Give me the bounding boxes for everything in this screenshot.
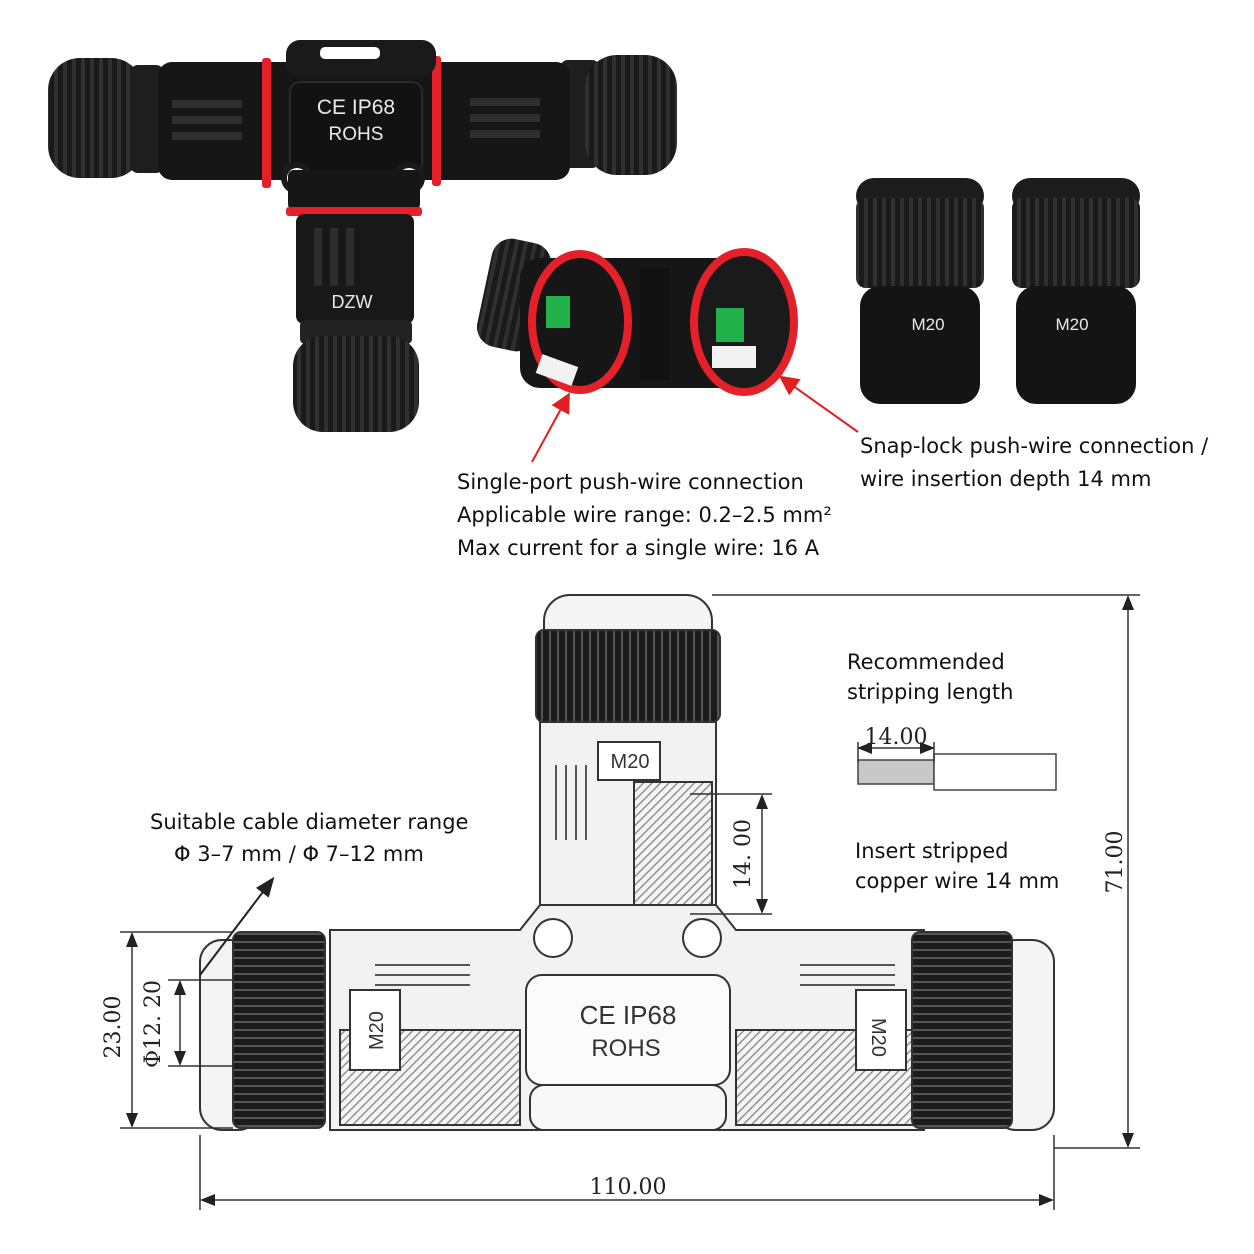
t-connector-photo: CE IP68 ROHS DZW bbox=[48, 40, 677, 432]
drawing-left-gland-nut bbox=[232, 931, 326, 1129]
left-gland-nut bbox=[130, 65, 164, 173]
green-push-terminal-left bbox=[546, 296, 570, 328]
drawing-right-thread-marking: M20 bbox=[867, 1018, 889, 1057]
insert-wire-callout: Insert stripped copper wire 14 mm bbox=[855, 836, 1059, 896]
bottom-cable-gland bbox=[293, 336, 419, 432]
snap-lock-callout-line2: wire insertion depth 14 mm bbox=[860, 467, 1152, 491]
snap-lock-callout-line1: Snap-lock push-wire connection / bbox=[860, 434, 1209, 458]
drawing-left-thread-marking: M20 bbox=[366, 1011, 388, 1050]
snap-lock-callout: Snap-lock push-wire connection / wire in… bbox=[860, 430, 1208, 496]
insertion-depth-label: 14. 00 bbox=[731, 819, 756, 889]
technical-drawing bbox=[199, 594, 1055, 1131]
stripping-callout-line2: stripping length bbox=[847, 680, 1014, 704]
left-red-seal-ring bbox=[262, 58, 271, 188]
bottom-red-seal-ring bbox=[286, 207, 422, 216]
stripped-wire-illustration bbox=[857, 742, 1057, 791]
drawing-ce-ip68: CE IP68 bbox=[580, 1000, 677, 1030]
drawing-top-thread-marking: M20 bbox=[611, 751, 650, 773]
branch-body bbox=[296, 214, 414, 324]
right-red-seal-ring bbox=[432, 56, 441, 186]
body-height-label: 23.00 bbox=[101, 996, 126, 1059]
stripping-callout-line1: Recommended bbox=[847, 650, 1005, 674]
drawing-rohs: ROHS bbox=[591, 1035, 660, 1062]
rohs-marking: ROHS bbox=[329, 124, 384, 145]
single-port-callout-line1: Single-port push-wire connection bbox=[457, 470, 804, 494]
insert-wire-callout-line2: copper wire 14 mm bbox=[855, 869, 1060, 893]
right-cable-gland bbox=[585, 55, 677, 175]
total-height-label: 71.00 bbox=[1103, 831, 1128, 894]
cable-diameter-callout-line2: Φ 3–7 mm / Φ 7–12 mm bbox=[174, 842, 424, 866]
green-push-terminal-right bbox=[716, 308, 744, 342]
spare-gland-1-thread-marking: M20 bbox=[911, 315, 944, 334]
drawing-right-gland-nut bbox=[911, 931, 1013, 1129]
wire-insulation bbox=[933, 753, 1057, 791]
drawing-marking-plate bbox=[525, 974, 731, 1086]
spare-gland-2-thread-marking: M20 bbox=[1055, 315, 1088, 334]
insert-wire-callout-line1: Insert stripped bbox=[855, 839, 1009, 863]
stripping-callout: Recommended stripping length bbox=[847, 647, 1013, 707]
spare-gland-2: M20 bbox=[1012, 178, 1140, 404]
cable-diameter-leader bbox=[199, 876, 275, 976]
cable-diameter-callout-line1: Suitable cable diameter range bbox=[150, 810, 469, 834]
thread-marking-photo: DZW bbox=[332, 292, 373, 312]
total-length-label: 110.00 bbox=[590, 1175, 667, 1200]
single-port-callout: Single-port push-wire connection Applica… bbox=[457, 466, 832, 565]
open-connector-photo bbox=[476, 238, 798, 396]
left-terminal-seal bbox=[528, 250, 632, 394]
bore-diameter-label: Φ12. 20 bbox=[141, 980, 166, 1068]
ce-ip68-marking: CE IP68 bbox=[317, 96, 395, 119]
stripped-copper-end bbox=[857, 759, 935, 785]
left-cable-gland bbox=[48, 58, 143, 178]
snap-lock-arrow bbox=[778, 375, 859, 433]
spare-gland-1: M20 bbox=[856, 178, 984, 404]
stripping-length-dimension: 14.00 bbox=[865, 725, 928, 750]
cable-diameter-callout: Suitable cable diameter range Φ 3–7 mm /… bbox=[150, 806, 468, 870]
drawing-branch-section bbox=[633, 781, 713, 919]
single-port-callout-line3: Max current for a single wire: 16 A bbox=[457, 536, 820, 560]
drawing-top-gland-nut bbox=[535, 629, 721, 723]
single-port-callout-line2: Applicable wire range: 0.2–2.5 mm² bbox=[457, 503, 832, 527]
single-port-arrow bbox=[531, 392, 570, 463]
spare-glands-photo: M20 M20 bbox=[856, 178, 1140, 404]
